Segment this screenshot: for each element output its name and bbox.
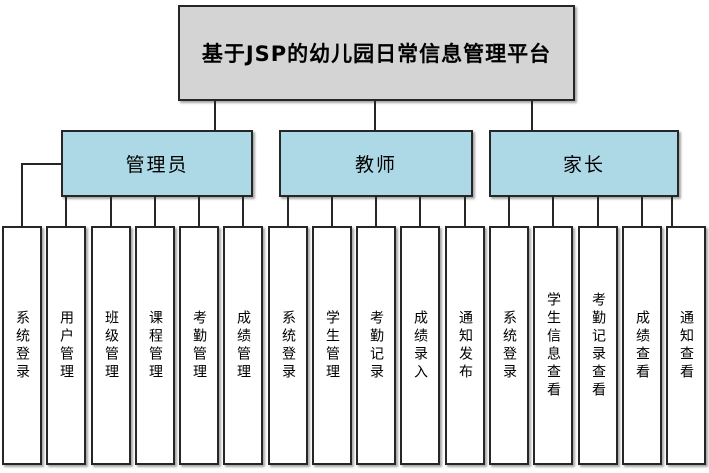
leaf-label: 通知查看 bbox=[678, 309, 694, 382]
branch-node-teacher: 教师 bbox=[279, 130, 473, 197]
leaf-label: 考勤记录查看 bbox=[590, 291, 606, 400]
edge-teacher-to-leaf5 bbox=[464, 196, 466, 226]
leaf-node-parent-student-info-view: 学生信息查看 bbox=[533, 226, 573, 465]
leaf-label: 课程管理 bbox=[147, 309, 163, 382]
leaf-label: 通知发布 bbox=[457, 309, 473, 382]
leaf-label: 考勤管理 bbox=[191, 309, 207, 382]
edge-admin-to-leaf5 bbox=[198, 196, 200, 226]
edge-parent-to-leaf3 bbox=[597, 196, 599, 226]
leaf-node-parent-system-login: 系统登录 bbox=[489, 226, 529, 465]
edge-parent-to-leaf5 bbox=[671, 196, 673, 226]
edge-admin-to-leaf3 bbox=[110, 196, 112, 226]
leaf-label: 成绩录入 bbox=[412, 309, 428, 382]
branch-node-teacher-label: 教师 bbox=[354, 154, 397, 176]
leaf-node-teacher-notice-publish: 通知发布 bbox=[445, 226, 485, 465]
leaf-node-admin-system-login: 系统登录 bbox=[2, 226, 42, 465]
leaf-node-admin-attendance-mgmt: 考勤管理 bbox=[179, 226, 219, 465]
leaf-label: 成绩查看 bbox=[634, 309, 650, 382]
leaf-node-parent-grade-view: 成绩查看 bbox=[622, 226, 662, 465]
leaf-label: 系统登录 bbox=[501, 309, 517, 382]
leaf-node-teacher-system-login: 系统登录 bbox=[268, 226, 308, 465]
branch-node-admin-label: 管理员 bbox=[125, 154, 189, 176]
leaf-label: 用户管理 bbox=[58, 309, 74, 382]
leaf-label: 成绩管理 bbox=[235, 309, 251, 382]
branch-node-parent-label: 家长 bbox=[562, 154, 605, 176]
edge-admin-to-leaf1-horizontal bbox=[21, 163, 62, 165]
leaf-node-admin-grade-mgmt: 成绩管理 bbox=[223, 226, 263, 465]
branch-node-parent: 家长 bbox=[489, 130, 679, 197]
edge-teacher-to-leaf2 bbox=[331, 196, 333, 226]
edge-admin-to-leaf4 bbox=[154, 196, 156, 226]
leaf-node-teacher-grade-entry: 成绩录入 bbox=[400, 226, 440, 465]
leaf-label: 考勤记录 bbox=[368, 309, 384, 382]
edge-admin-to-leaf1-vertical bbox=[21, 163, 23, 226]
edge-root-to-parent bbox=[531, 100, 533, 130]
leaf-label: 系统登录 bbox=[280, 309, 296, 382]
leaf-label: 学生管理 bbox=[324, 309, 340, 382]
edge-parent-to-leaf1 bbox=[508, 196, 510, 226]
edge-admin-to-leaf6 bbox=[242, 196, 244, 226]
edge-parent-to-leaf4 bbox=[641, 196, 643, 226]
root-node-platform: 基于JSP的幼儿园日常信息管理平台 bbox=[178, 5, 575, 101]
edge-root-to-teacher bbox=[374, 100, 376, 130]
leaf-node-teacher-attendance-record: 考勤记录 bbox=[356, 226, 396, 465]
leaf-node-teacher-student-mgmt: 学生管理 bbox=[312, 226, 352, 465]
edge-admin-to-leaf2 bbox=[65, 196, 67, 226]
edge-root-to-admin bbox=[214, 100, 216, 130]
leaf-node-admin-course-mgmt: 课程管理 bbox=[135, 226, 175, 465]
leaf-node-parent-attendance-record-view: 考勤记录查看 bbox=[578, 226, 618, 465]
leaf-node-parent-notice-view: 通知查看 bbox=[666, 226, 706, 465]
root-node-label: 基于JSP的幼儿园日常信息管理平台 bbox=[201, 42, 552, 66]
edge-teacher-to-leaf4 bbox=[419, 196, 421, 226]
edge-parent-to-leaf2 bbox=[552, 196, 554, 226]
edge-teacher-to-leaf3 bbox=[375, 196, 377, 226]
leaf-node-admin-user-mgmt: 用户管理 bbox=[46, 226, 86, 465]
edge-teacher-to-leaf1 bbox=[287, 196, 289, 226]
leaf-label: 学生信息查看 bbox=[545, 291, 561, 400]
leaf-label: 系统登录 bbox=[14, 309, 30, 382]
branch-node-admin: 管理员 bbox=[61, 130, 253, 197]
leaf-label: 班级管理 bbox=[103, 309, 119, 382]
leaf-node-admin-class-mgmt: 班级管理 bbox=[91, 226, 131, 465]
